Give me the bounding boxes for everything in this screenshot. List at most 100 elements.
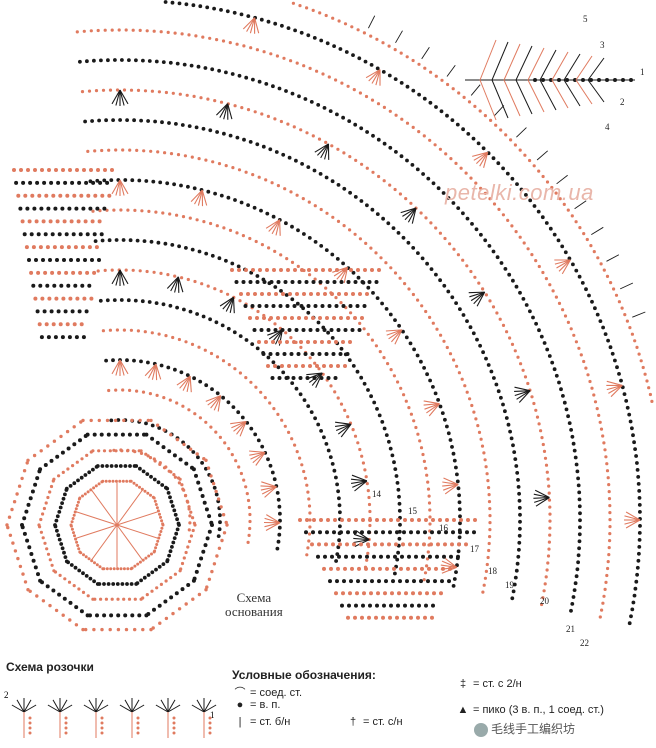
stitch-line [320, 143, 329, 159]
chain-dot [465, 319, 469, 323]
stitch-line [536, 150, 548, 161]
chain-dot [557, 380, 561, 385]
rose-dot [50, 563, 54, 567]
base-scheme-label: Схема основания [225, 591, 283, 619]
chain-dot [162, 396, 166, 400]
chain-dot [592, 250, 596, 254]
chain-dot [364, 94, 369, 99]
chain-dot [309, 100, 314, 104]
chain-dot [556, 238, 561, 243]
mesh-dot [257, 340, 261, 344]
chain-dot [240, 106, 244, 110]
mesh-dot [283, 280, 288, 284]
mesh-dot [297, 316, 301, 320]
chain-dot [547, 354, 552, 358]
leaf-line [491, 79, 509, 119]
chain-dot [208, 36, 212, 40]
mesh-dot [311, 316, 315, 320]
chain-dot [521, 297, 526, 301]
chain-dot [196, 64, 201, 69]
rose-dot [144, 556, 148, 560]
strip-dot [100, 726, 104, 730]
chain-dot [124, 28, 128, 32]
rose-dot [26, 458, 30, 462]
mesh-dot [335, 268, 339, 272]
rose-dot [37, 523, 41, 527]
chain-dot [103, 28, 107, 32]
mesh-dot [339, 316, 343, 320]
chain-dot [279, 289, 283, 293]
mesh-dot [322, 566, 326, 571]
chain-dot [603, 587, 607, 592]
rose-dot [99, 597, 103, 601]
mesh-dot [421, 554, 425, 559]
chain-dot [226, 400, 231, 405]
mesh-dot [295, 292, 299, 296]
chain-dot [211, 160, 215, 164]
chain-dot [454, 161, 458, 165]
mesh-dot [328, 268, 332, 272]
row-number-15: 15 [408, 506, 418, 516]
chain-dot [107, 238, 112, 243]
rose-dot [207, 514, 212, 519]
rose-dot [81, 627, 85, 632]
rose-dot [167, 553, 172, 558]
rose-dot [10, 507, 14, 512]
stitch-line [534, 489, 550, 498]
rose-dot [152, 477, 157, 482]
stitch-line [119, 179, 129, 195]
mesh-dot [44, 322, 49, 327]
mesh-dot [331, 542, 335, 547]
rose-dot [91, 449, 95, 453]
chain-dot [635, 572, 639, 577]
chain-dot [216, 534, 221, 538]
chain-dot [387, 439, 391, 444]
mesh-dot [302, 292, 306, 296]
chain-dot [356, 441, 360, 445]
chain-dot [426, 487, 431, 491]
rose-dot [160, 483, 165, 487]
chain-dot [306, 310, 311, 315]
chain-dot [102, 178, 107, 183]
mesh-dot [40, 168, 44, 172]
chain-dot [569, 327, 573, 331]
chain-dot [300, 162, 304, 166]
chain-dot [602, 441, 606, 445]
chain-dot [235, 135, 240, 140]
chain-dot [270, 470, 275, 475]
rose-dot [160, 526, 164, 530]
mesh-dot [329, 364, 333, 368]
chain-dot [109, 178, 114, 183]
stitch-line [268, 329, 283, 340]
rose-dot [189, 534, 193, 538]
rose-dot [74, 507, 78, 511]
stitch-line [443, 557, 458, 568]
chain-dot [501, 213, 505, 217]
chain-dot [638, 524, 642, 528]
chain-dot [362, 31, 366, 35]
mesh-dot [85, 232, 90, 237]
chain-dot [307, 236, 312, 240]
mesh-dot [292, 304, 297, 308]
chain-dot [590, 386, 594, 390]
rose-dot [143, 489, 147, 493]
chain-dot [515, 182, 519, 187]
mesh-dot [382, 518, 386, 522]
chain-dot [645, 379, 649, 383]
legend-item-chain: ●= в. п. [232, 699, 281, 711]
rose-dot [28, 496, 33, 501]
chain-dot [544, 277, 549, 281]
chain-dot [637, 551, 641, 556]
rose-dot [197, 592, 202, 597]
chain-dot [483, 576, 487, 580]
stitch-line [246, 17, 256, 32]
stitch-line [476, 291, 486, 307]
mesh-dot [43, 232, 48, 237]
chain-dot [104, 118, 108, 123]
chain-dot [415, 167, 420, 172]
chain-dot [516, 355, 520, 359]
chain-dot [177, 1, 182, 6]
mesh-dot [37, 193, 42, 198]
chain-dot [584, 366, 588, 370]
chain-dot [514, 464, 519, 468]
